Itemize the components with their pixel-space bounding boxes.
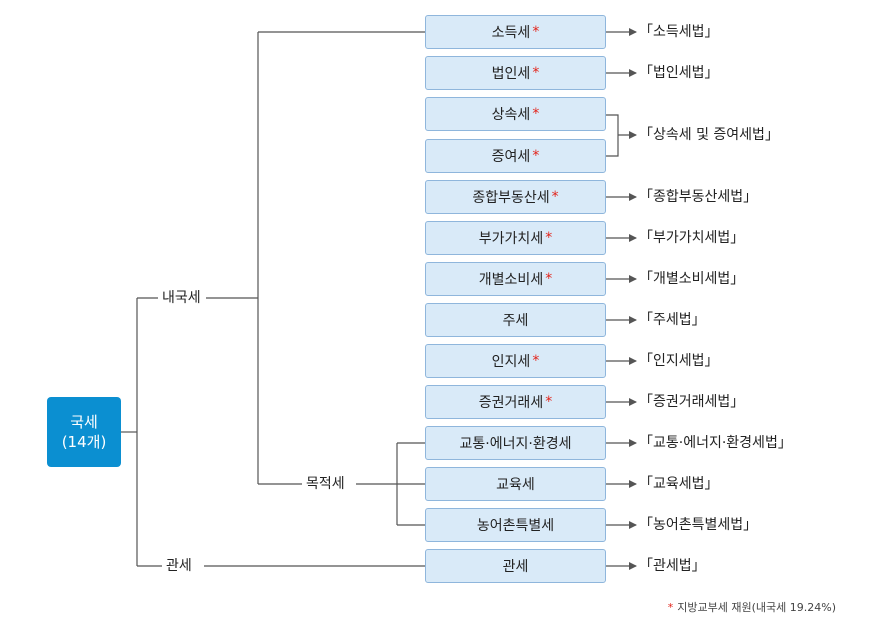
tax-law: 「관세법」: [639, 558, 706, 574]
tax-box: 법인세*: [425, 56, 606, 90]
local-grant-star: *: [551, 189, 559, 205]
tax-name: 소득세: [491, 25, 531, 41]
tax-law: 「교통·에너지·환경세법」: [639, 435, 792, 451]
tax-law: 「주세법」: [639, 312, 706, 328]
footnote-star: *: [667, 601, 674, 614]
tax-box: 소득세*: [425, 15, 606, 49]
tax-law: 「증권거래세법」: [639, 394, 745, 410]
tax-law: 「교육세법」: [639, 476, 719, 492]
tax-name: 부가가치세: [478, 231, 544, 247]
tax-law: 「상속세 및 증여세법」: [639, 127, 779, 143]
tax-box: 상속세*: [425, 97, 606, 131]
tax-box: 부가가치세*: [425, 221, 606, 255]
footnote-text: 지방교부세 재원(내국세 19.24%): [677, 601, 836, 614]
local-grant-star: *: [545, 230, 553, 246]
tax-name: 법인세: [491, 66, 531, 82]
group-customs: 관세: [162, 556, 196, 576]
tax-name: 관세: [502, 559, 529, 575]
local-grant-star: *: [532, 148, 540, 164]
local-grant-star: *: [545, 271, 553, 287]
tax-law: 「인지세법」: [639, 353, 719, 369]
group-domestic-tax: 내국세: [158, 288, 205, 308]
tax-name: 종합부동산세: [472, 190, 550, 206]
tax-name: 인지세: [491, 354, 531, 370]
inheritance-gift-bracket: [606, 114, 619, 157]
tax-law: 「개별소비세법」: [639, 271, 745, 287]
local-grant-star: *: [532, 353, 540, 369]
tax-box: 개별소비세*: [425, 262, 606, 296]
tax-name: 증여세: [491, 149, 531, 165]
local-grant-star: *: [545, 394, 553, 410]
tax-box: 증권거래세*: [425, 385, 606, 419]
tax-name: 교육세: [496, 477, 535, 493]
tax-box: 농어촌특별세: [425, 508, 606, 542]
national-tax-root: 국세 (14개): [47, 397, 121, 467]
root-title: 국세: [70, 413, 98, 431]
tax-law: 「농어촌특별세법」: [639, 517, 758, 533]
tax-name: 주세: [502, 313, 529, 329]
root-count: (14개): [61, 433, 107, 451]
local-grant-star: *: [532, 65, 540, 81]
tax-law: 「부가가치세법」: [639, 230, 745, 246]
tax-box: 교육세: [425, 467, 606, 501]
group-purpose-tax: 목적세: [302, 474, 349, 494]
local-grant-star: *: [532, 106, 540, 122]
tax-box: 관세: [425, 549, 606, 583]
local-grant-star: *: [532, 24, 540, 40]
tax-box: 증여세*: [425, 139, 606, 173]
tax-name: 개별소비세: [478, 272, 544, 288]
tax-law: 「종합부동산세법」: [639, 189, 758, 205]
tax-name: 농어촌특별세: [476, 518, 555, 534]
tax-name: 교통·에너지·환경세: [459, 436, 572, 452]
tax-box: 종합부동산세*: [425, 180, 606, 214]
tax-law: 「법인세법」: [639, 65, 719, 81]
tax-law: 「소득세법」: [639, 24, 719, 40]
tax-box: 주세: [425, 303, 606, 337]
footnote: *지방교부세 재원(내국세 19.24%): [668, 599, 836, 615]
tax-name: 상속세: [491, 107, 531, 123]
tax-box: 교통·에너지·환경세: [425, 426, 606, 460]
tax-box: 인지세*: [425, 344, 606, 378]
tax-name: 증권거래세: [478, 395, 544, 411]
